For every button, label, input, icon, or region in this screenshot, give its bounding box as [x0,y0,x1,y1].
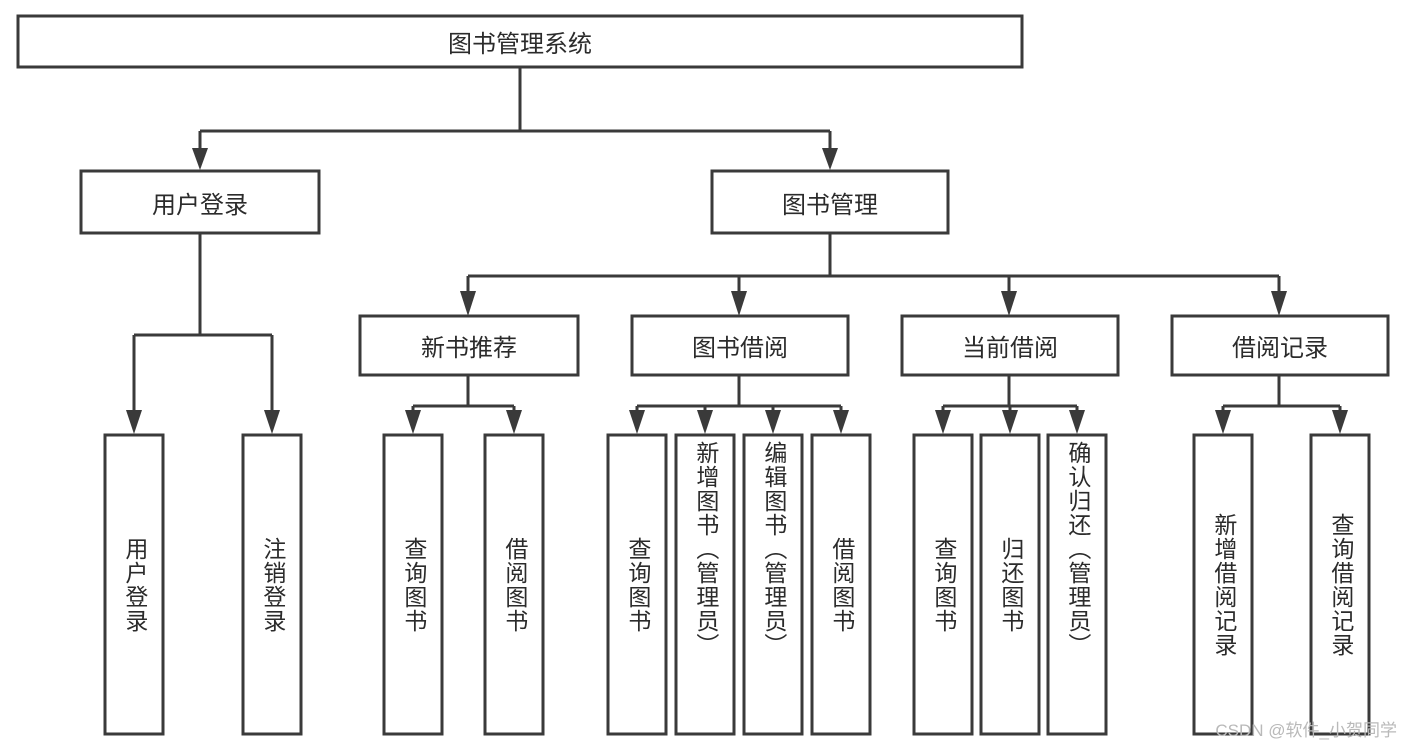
node-box-leaf-add-book[interactable] [674,433,736,736]
arrow-head-new-book-recommend [460,291,476,316]
arrow-head-borrow-record [1271,291,1287,316]
arrow-head-leaf-edit-book [765,410,781,434]
node-box-leaf-user-logout[interactable] [241,433,303,736]
arrow-head-book-manage [822,148,838,170]
arrow-head-leaf-query-book-2 [629,410,645,434]
arrow-head-current-borrow [1001,291,1017,316]
node-box-leaf-user-login[interactable] [103,433,165,736]
arrow-head-leaf-user-login [126,410,142,434]
arrow-head-user-login [192,148,208,170]
node-box-leaf-borrow-book-2[interactable] [810,433,872,736]
arrow-head-leaf-query-record [1332,410,1348,434]
arrow-head-leaf-query-book-1 [405,410,421,434]
arrow-head-leaf-return-book [1002,410,1018,434]
node-box-leaf-query-record[interactable] [1309,433,1371,736]
arrow-head-leaf-query-book-3 [935,410,951,434]
node-box-root[interactable] [16,14,1024,69]
connector-layer [126,67,1348,434]
arrow-head-book-borrow [731,291,747,316]
node-box-leaf-query-book-3[interactable] [912,433,974,736]
node-box-new-book-recommend[interactable] [358,314,580,377]
arrow-head-leaf-confirm-return [1069,410,1085,434]
node-box-layer [16,14,1390,736]
node-box-leaf-query-book-2[interactable] [606,433,668,736]
node-box-current-borrow[interactable] [900,314,1120,377]
node-box-leaf-edit-book[interactable] [742,433,804,736]
arrow-head-leaf-borrow-book-1 [506,410,522,434]
arrow-head-leaf-add-book [697,410,713,434]
node-box-leaf-add-record[interactable] [1192,433,1254,736]
arrow-head-leaf-borrow-book-2 [833,410,849,434]
node-box-leaf-query-book-1[interactable] [382,433,444,736]
node-box-borrow-record[interactable] [1170,314,1390,377]
node-box-leaf-return-book[interactable] [979,433,1041,736]
node-box-leaf-confirm-return[interactable] [1046,433,1108,736]
node-box-book-manage[interactable] [710,169,950,235]
arrow-head-leaf-add-record [1215,410,1231,434]
arrow-head-leaf-user-logout [264,410,280,434]
node-box-book-borrow[interactable] [630,314,850,377]
node-box-user-login[interactable] [79,169,321,235]
node-box-leaf-borrow-book-1[interactable] [483,433,545,736]
